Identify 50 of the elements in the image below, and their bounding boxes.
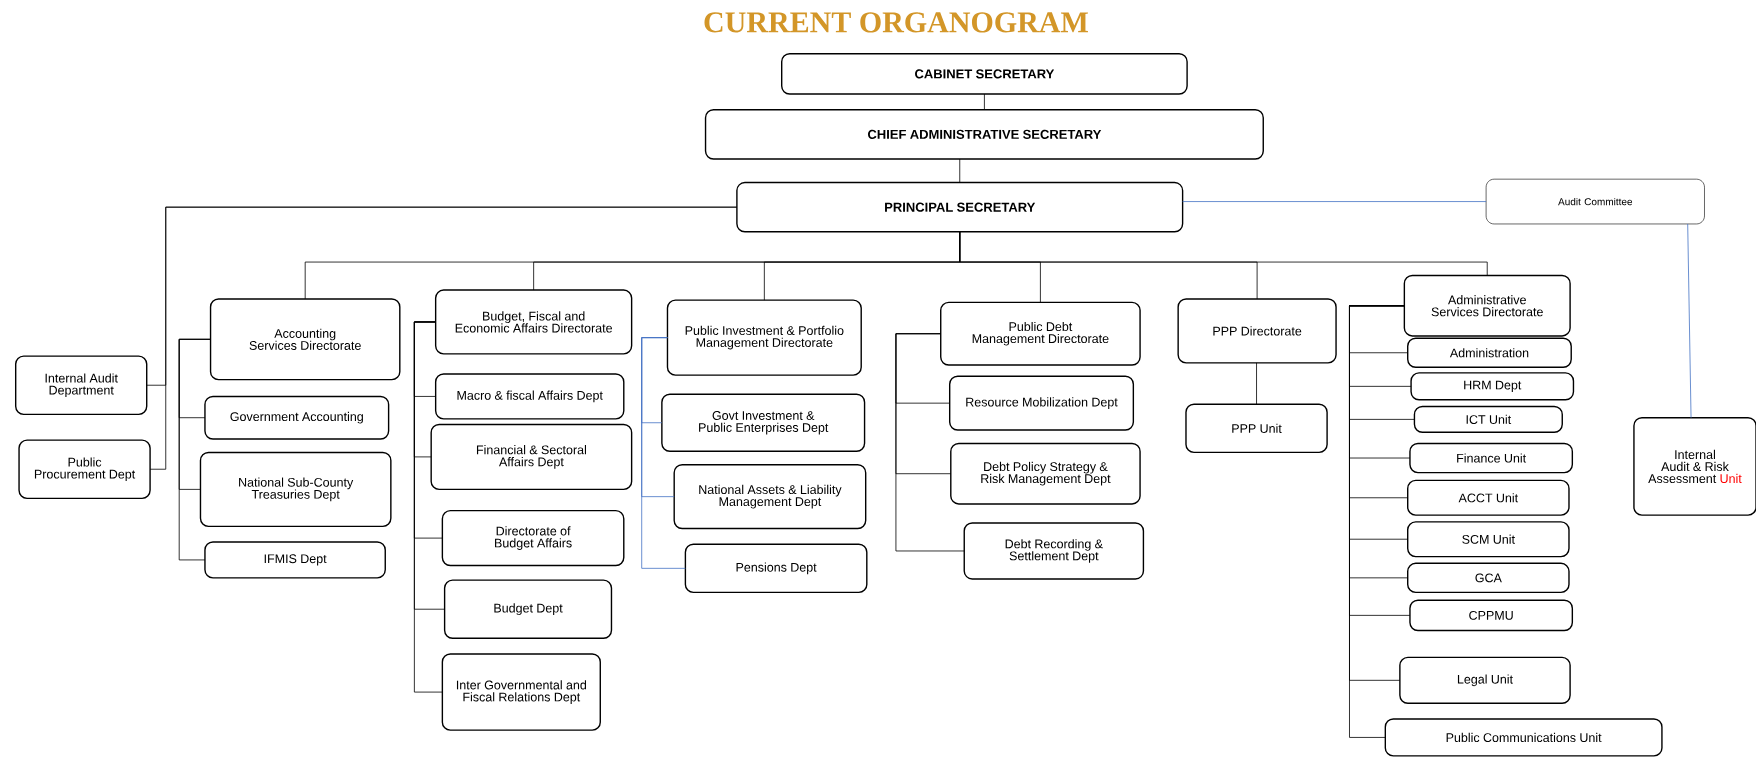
org-box: National Sub-County Treasuries Dept: [199, 451, 392, 528]
org-box: CHIEF ADMINISTRATIVE SECRETARY: [704, 109, 1264, 160]
org-box: Legal Unit: [1399, 656, 1571, 704]
org-box: SCM Unit: [1407, 521, 1570, 558]
connector-line: [641, 337, 686, 569]
org-box: ACCT Unit: [1407, 479, 1570, 516]
connector-line: [1687, 223, 1692, 419]
org-box: CPPMU: [1409, 599, 1574, 632]
org-box: Debt Policy Strategy & Risk Management Dept: [950, 442, 1141, 505]
org-box: Public Investment & Portfolio Management Directorate: [666, 299, 862, 376]
org-box: Financial & Sectoral Affairs Dept: [430, 423, 633, 491]
org-box: ICT Unit: [1413, 405, 1563, 433]
org-box: PRINCIPAL SECRETARY: [736, 181, 1184, 233]
connector-line: [149, 206, 738, 470]
org-box: CABINET SECRETARY: [781, 53, 1188, 95]
org-box: Resource Mobilization Dept: [949, 375, 1135, 431]
org-box: PPP Directorate: [1177, 298, 1337, 364]
connector-line: [895, 333, 965, 552]
org-box: Administration: [1407, 337, 1572, 368]
connector-line: [1182, 201, 1487, 202]
org-box: Internal Audit & Risk Assessment Unit: [1633, 417, 1756, 516]
org-box: Public Procurement Dept: [18, 439, 151, 500]
org-box: Debt Recording & Settlement Dept: [963, 522, 1145, 580]
org-box: PPP Unit: [1185, 403, 1328, 454]
connector-line: [413, 321, 443, 693]
org-box: Govt Investment & Public Enterprises Dept: [661, 393, 866, 452]
org-box: Budget Dept: [443, 579, 613, 640]
org-box: Accounting Services Directorate: [209, 298, 401, 381]
connector-line: [1256, 362, 1257, 405]
org-box: Budget, Fiscal and Economic Affairs Directorate: [434, 289, 633, 355]
org-box: Public Debt Management Directorate: [940, 301, 1141, 366]
org-box: National Assets & Liability Management Dept: [673, 464, 867, 530]
connector-line: [959, 158, 961, 183]
org-box: Administrative Services Directorate: [1403, 274, 1571, 337]
org-box: Directorate of Budget Affairs: [441, 509, 625, 567]
org-box: Macro & fiscal Affairs Dept: [434, 373, 625, 420]
connector-line: [178, 338, 211, 561]
connector-line: [984, 93, 985, 111]
org-box: GCA: [1407, 562, 1570, 594]
org-box: Finance Unit: [1409, 442, 1574, 474]
org-box: Pensions Dept: [684, 543, 868, 594]
org-box: Public Communications Unit: [1384, 718, 1663, 757]
org-box: Audit Committee: [1485, 178, 1705, 225]
connector-line: [959, 231, 1488, 276]
org-box: Inter Governmental and Fiscal Relations Dept: [441, 653, 601, 731]
org-box: Government Accounting: [204, 395, 390, 440]
org-box: IFMIS Dept: [204, 541, 386, 579]
title: CURRENT ORGANOGRAM: [704, 12, 1088, 33]
org-box: HRM Dept: [1410, 372, 1575, 401]
org-box: Internal Audit Department: [15, 355, 148, 416]
